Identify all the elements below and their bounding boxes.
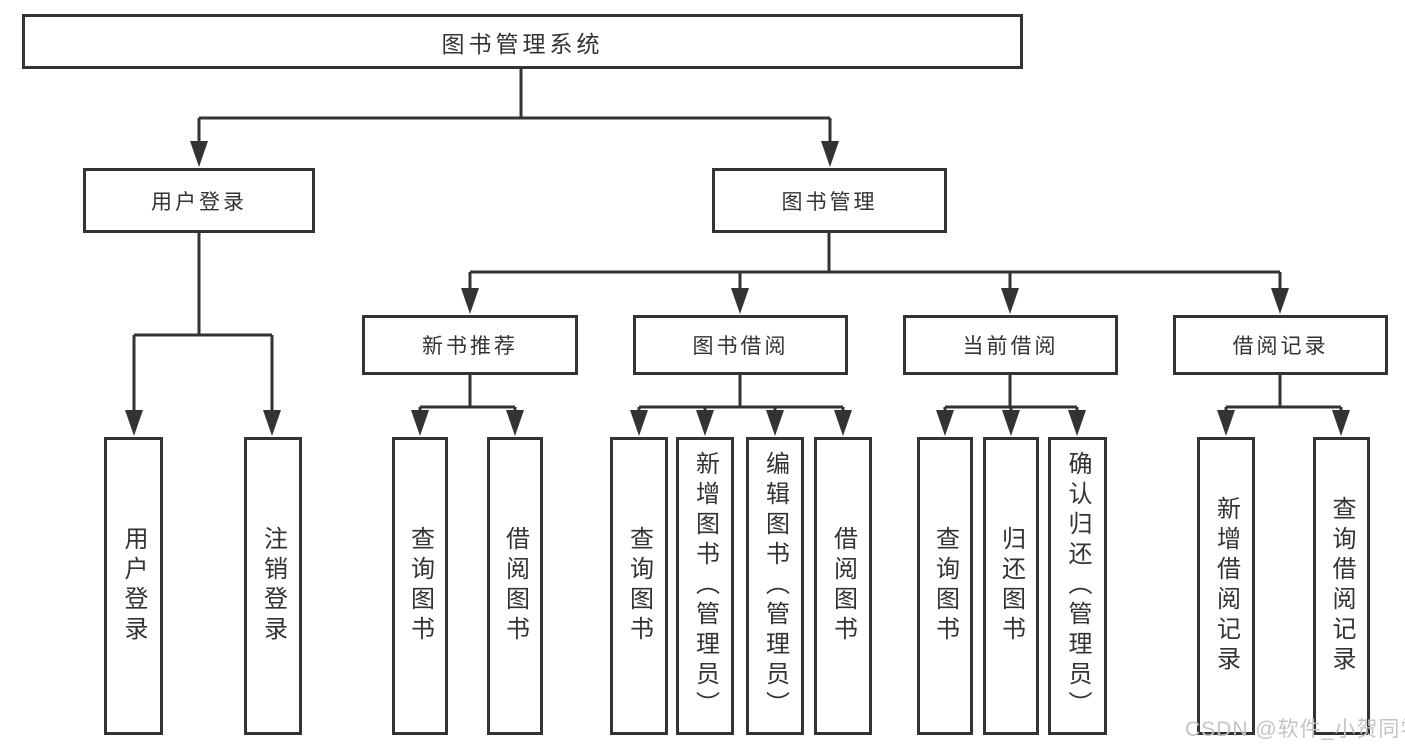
leaf-nb-query-books: 查询图书 bbox=[392, 437, 448, 735]
leaf-bb-edit-books-label: 编辑图书（管理员） bbox=[761, 451, 789, 721]
leaf-cb-return-books-label: 归还图书 bbox=[997, 526, 1025, 646]
leaf-bb-query-books: 查询图书 bbox=[610, 437, 668, 735]
node-root: 图书管理系统 bbox=[22, 14, 1023, 69]
leaf-logout-label: 注销登录 bbox=[259, 526, 287, 646]
leaf-cb-confirm-return-label: 确认归还（管理员） bbox=[1064, 451, 1091, 721]
leaf-bb-add-books-label: 新增图书（管理员） bbox=[691, 451, 719, 721]
leaf-br-add-record: 新增借阅记录 bbox=[1197, 437, 1255, 735]
leaf-bb-borrow-books-label: 借阅图书 bbox=[829, 526, 857, 646]
node-user-login: 用户登录 bbox=[83, 168, 315, 233]
leaf-cb-return-books: 归还图书 bbox=[983, 437, 1039, 735]
node-borrow-records: 借阅记录 bbox=[1173, 315, 1388, 375]
leaf-br-query-record: 查询借阅记录 bbox=[1313, 437, 1370, 735]
leaf-nb-borrow-books: 借阅图书 bbox=[487, 437, 543, 735]
node-new-book-recommend: 新书推荐 bbox=[362, 315, 578, 375]
leaf-bb-query-books-label: 查询图书 bbox=[625, 526, 653, 646]
leaf-bb-add-books: 新增图书（管理员） bbox=[676, 437, 734, 735]
leaf-nb-borrow-books-label: 借阅图书 bbox=[501, 526, 529, 646]
leaf-logout: 注销登录 bbox=[244, 437, 302, 735]
leaf-nb-query-books-label: 查询图书 bbox=[406, 526, 434, 646]
leaf-br-add-record-label: 新增借阅记录 bbox=[1212, 496, 1240, 676]
leaf-user-login-label: 用户登录 bbox=[120, 526, 147, 646]
leaf-br-query-record-label: 查询借阅记录 bbox=[1328, 496, 1355, 676]
leaf-bb-borrow-books: 借阅图书 bbox=[814, 437, 872, 735]
leaf-user-login: 用户登录 bbox=[104, 437, 163, 735]
node-book-borrow: 图书借阅 bbox=[633, 315, 848, 375]
watermark: CSDN @软件_小贺同学 bbox=[1185, 718, 1405, 741]
node-current-borrow: 当前借阅 bbox=[903, 315, 1118, 375]
leaf-cb-confirm-return: 确认归还（管理员） bbox=[1048, 437, 1107, 735]
leaf-cb-query-books-label: 查询图书 bbox=[931, 526, 959, 646]
node-book-management: 图书管理 bbox=[712, 168, 947, 233]
leaf-cb-query-books: 查询图书 bbox=[917, 437, 973, 735]
arrowhead-icons bbox=[125, 141, 1350, 436]
leaf-bb-edit-books: 编辑图书（管理员） bbox=[746, 437, 804, 735]
